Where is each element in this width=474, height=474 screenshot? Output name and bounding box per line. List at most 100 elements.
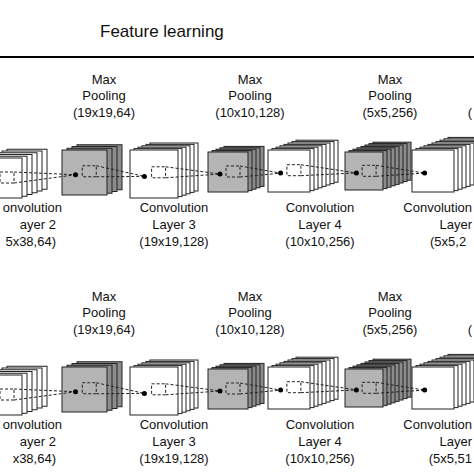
title-rule xyxy=(0,56,474,58)
layer-label: 5x38,64) xyxy=(5,234,56,249)
dashed-leader xyxy=(14,175,76,183)
layer-label: Convolution xyxy=(286,200,355,215)
layer-label: (5x5,2 xyxy=(430,234,466,249)
receptive-dot xyxy=(422,171,427,176)
layer-label: (5x5,256) xyxy=(363,322,418,337)
dashed-leader xyxy=(166,391,220,395)
layer-label: Layer 4 xyxy=(298,217,341,232)
dashed-leader xyxy=(376,390,425,393)
receptive-dot xyxy=(278,171,283,176)
receptive-window xyxy=(287,382,301,393)
dashed-leader xyxy=(240,383,281,390)
layer-label: Pooling xyxy=(228,305,271,320)
convolution-map xyxy=(412,367,454,409)
layer-label: onvolution xyxy=(3,417,62,432)
pooling-map xyxy=(345,369,383,407)
layer-label: (19x19,64) xyxy=(73,105,135,120)
layer-label: (5x5,51 xyxy=(429,451,472,466)
layer-label: Max xyxy=(238,289,263,304)
layer-label: Max xyxy=(92,289,117,304)
dashed-leader xyxy=(240,166,281,173)
pooling-map xyxy=(208,369,248,409)
layer-label: ( xyxy=(468,322,472,337)
dashed-leader xyxy=(376,382,425,390)
layer-label: Layer xyxy=(439,217,472,232)
receptive-dot xyxy=(422,388,427,393)
receptive-dot xyxy=(218,389,223,394)
dashed-leader xyxy=(166,384,220,391)
layer-label: (19x19,128) xyxy=(139,234,208,249)
convolution-map xyxy=(130,150,178,198)
receptive-dot xyxy=(73,389,78,394)
layer-label: (10x10,256) xyxy=(285,234,354,249)
receptive-dot xyxy=(278,388,283,393)
layer-label: Convolution xyxy=(140,417,209,432)
layer-label: Convolution xyxy=(403,200,472,215)
dashed-leader xyxy=(240,173,281,177)
layer-label: Convolution xyxy=(403,417,472,432)
diagram-title: Feature learning xyxy=(100,22,224,42)
layer-label: Layer xyxy=(439,434,472,449)
receptive-window xyxy=(362,165,376,176)
dashed-leader xyxy=(301,165,357,173)
layer-label: (19x19,64) xyxy=(73,322,135,337)
receptive-window xyxy=(0,389,14,400)
layer-label: ( xyxy=(468,105,472,120)
layer-label: Layer 3 xyxy=(152,434,195,449)
layer-label: (19x19,128) xyxy=(139,451,208,466)
layer-label: Max xyxy=(378,72,403,87)
convolution-map xyxy=(268,367,310,409)
convolution-map xyxy=(412,150,454,192)
receptive-window xyxy=(82,383,96,394)
layer-label: x38,64) xyxy=(13,451,56,466)
dashed-leader xyxy=(301,382,357,390)
receptive-dot xyxy=(73,172,78,177)
dashed-leader xyxy=(14,172,76,175)
dashed-leader xyxy=(376,165,425,173)
receptive-dot xyxy=(142,391,147,396)
receptive-window xyxy=(287,165,301,176)
dashed-leader xyxy=(14,392,76,400)
layer-label: Max xyxy=(378,289,403,304)
layer-label: Layer 3 xyxy=(152,217,195,232)
dashed-leader xyxy=(96,383,144,394)
dashed-leader xyxy=(301,173,357,176)
receptive-window xyxy=(0,172,14,183)
layer-label: Pooling xyxy=(368,305,411,320)
layer-label: ayer 2 xyxy=(20,217,56,232)
dashed-leader xyxy=(166,167,220,174)
receptive-window xyxy=(362,382,376,393)
layer-label: Max xyxy=(238,72,263,87)
convolution-map xyxy=(0,158,22,198)
receptive-window xyxy=(226,166,240,177)
layer-label: Convolution xyxy=(286,417,355,432)
receptive-dot xyxy=(354,170,359,175)
layer-label: (5x5,256) xyxy=(363,105,418,120)
receptive-window xyxy=(226,383,240,394)
layer-label: Pooling xyxy=(82,88,125,103)
layer-label: Pooling xyxy=(228,88,271,103)
dashed-leader xyxy=(96,393,144,394)
layer-label: (10x10,128) xyxy=(215,322,284,337)
layer-label: onvolution xyxy=(3,200,62,215)
layer-label: Pooling xyxy=(368,88,411,103)
pooling-map xyxy=(208,152,248,192)
convolution-map xyxy=(130,367,178,415)
receptive-window xyxy=(152,167,166,178)
dashed-leader xyxy=(96,166,144,177)
dashed-leader xyxy=(166,174,220,178)
layer-label: Layer 4 xyxy=(298,434,341,449)
dashed-leader xyxy=(240,390,281,394)
layer-label: ayer 2 xyxy=(20,434,56,449)
layer-label: Convolution xyxy=(140,200,209,215)
dashed-leader xyxy=(301,390,357,393)
receptive-window xyxy=(152,384,166,395)
receptive-window xyxy=(82,166,96,177)
layer-label: Max xyxy=(92,72,117,87)
layer-label: Pooling xyxy=(82,305,125,320)
receptive-dot xyxy=(354,387,359,392)
layer-label: (10x10,256) xyxy=(285,451,354,466)
receptive-dot xyxy=(218,172,223,177)
